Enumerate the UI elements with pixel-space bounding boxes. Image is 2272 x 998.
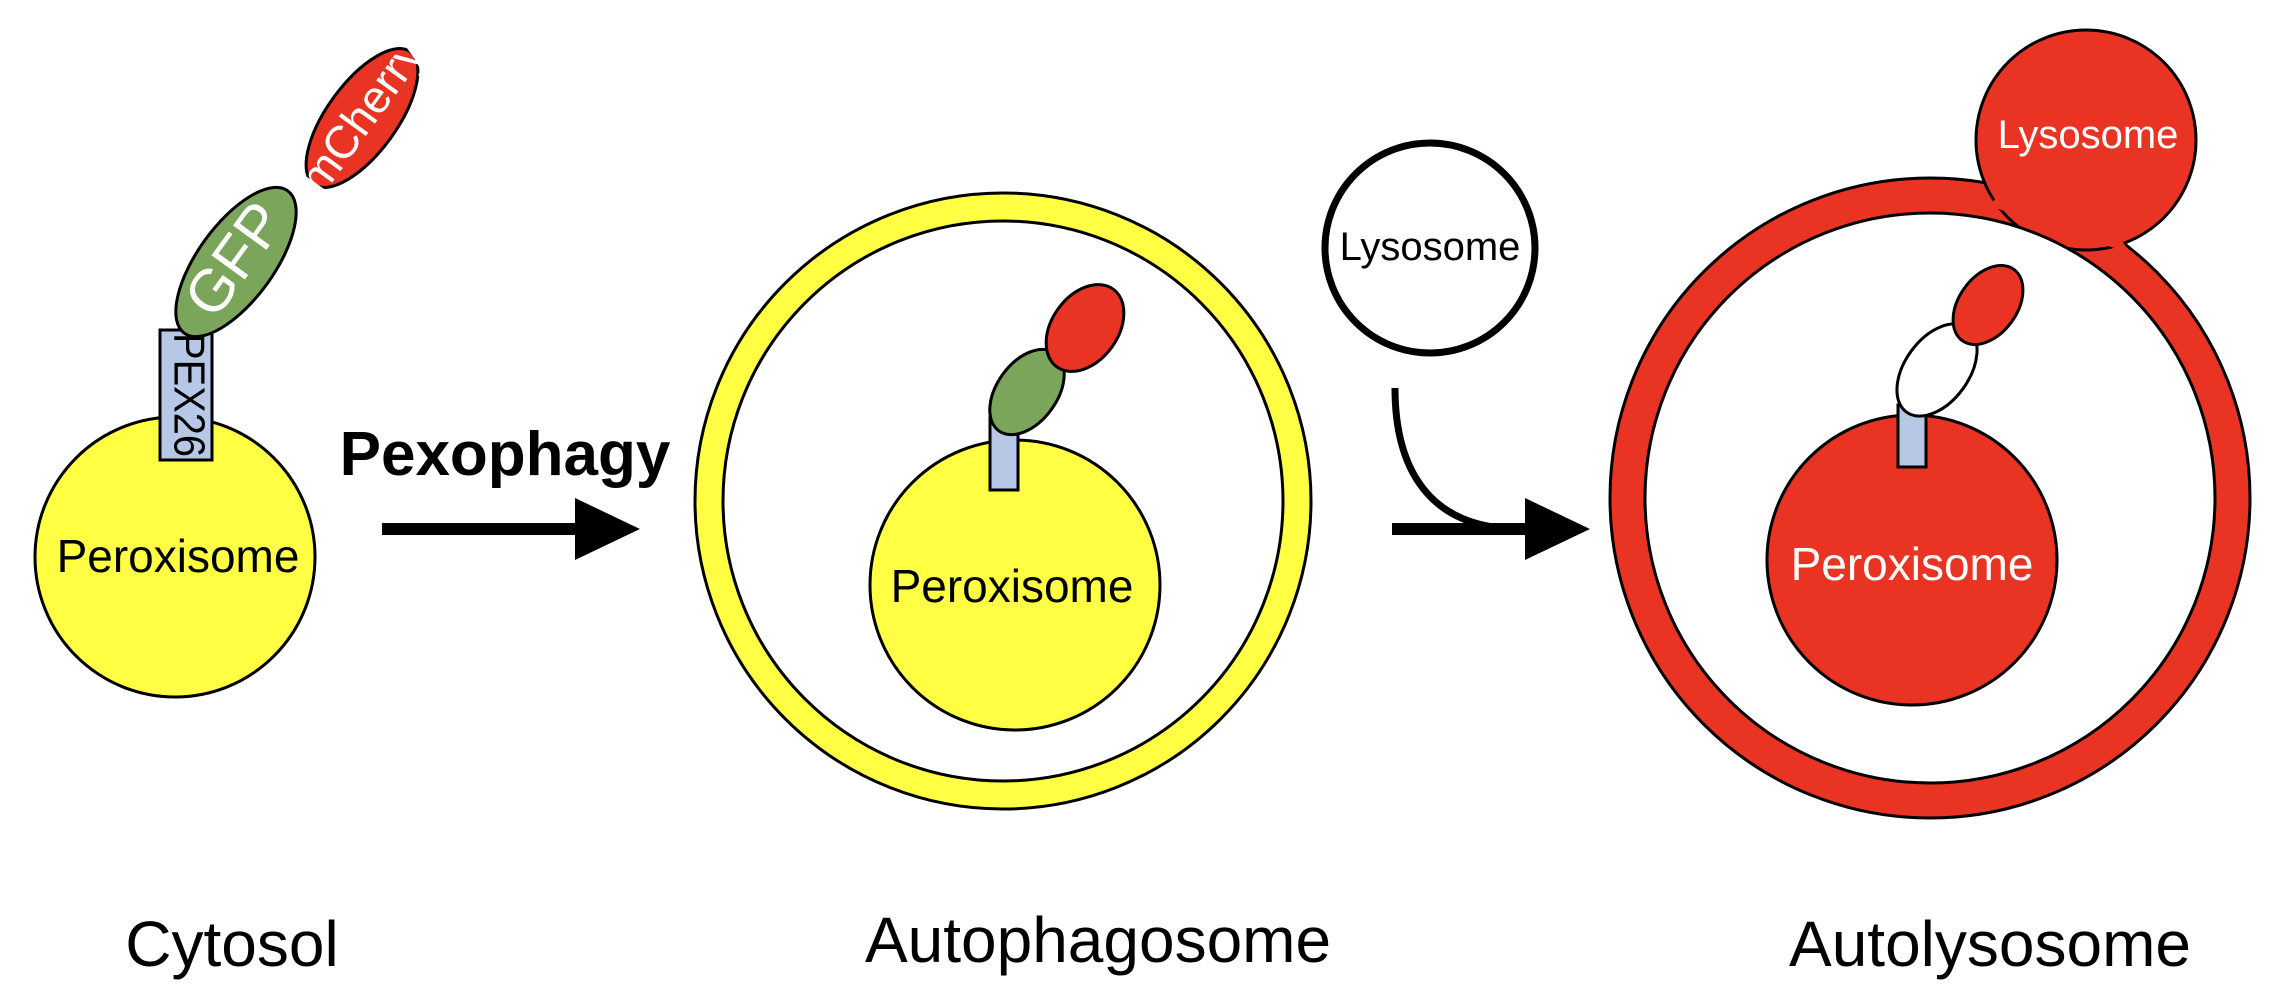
mcherry-label: mCherry	[288, 29, 434, 202]
mcherry-tag-3	[1951, 264, 2025, 346]
autophagosome-stage: Peroxisome Autophagosome	[693, 191, 1331, 976]
gfp-tag	[174, 185, 298, 339]
cytosol-stage: Peroxisome PEX26 GFP mCherry Cytosol	[33, 29, 434, 980]
lysosome-label-free: Lysosome	[1340, 225, 1521, 269]
free-lysosome	[1321, 139, 1539, 357]
mcherry-tag-2	[1044, 283, 1126, 373]
autophagosome-label: Autophagosome	[865, 904, 1331, 976]
pexophagy-arrow: Pexophagy	[340, 420, 671, 560]
mcherry-tag	[304, 47, 420, 189]
autolysosome-stage: Peroxisome Lysosome Autolysosome	[1608, 28, 2252, 980]
lysosome-label-fused: Lysosome	[1998, 113, 2179, 157]
pexophagy-arrow-head	[575, 498, 640, 560]
fusion-arrow-head	[1525, 498, 1590, 560]
peroxisome-label-autophagosome: Peroxisome	[891, 560, 1134, 612]
pex26-anchor	[158, 328, 214, 462]
lysosome-fusion: Lysosome	[1321, 139, 1590, 560]
peroxisome-label-autolysosome: Peroxisome	[1791, 538, 2034, 590]
peroxisome-label-cytosol: Peroxisome	[57, 530, 300, 582]
autolysosome-label: Autolysosome	[1789, 908, 2191, 980]
fusion-arrow-curve	[1391, 387, 1521, 533]
pex26-label: PEX26	[164, 333, 213, 457]
cytosol-label: Cytosol	[125, 908, 338, 980]
pexophagy-label: Pexophagy	[340, 420, 671, 489]
fusion-junction	[1990, 182, 2130, 252]
